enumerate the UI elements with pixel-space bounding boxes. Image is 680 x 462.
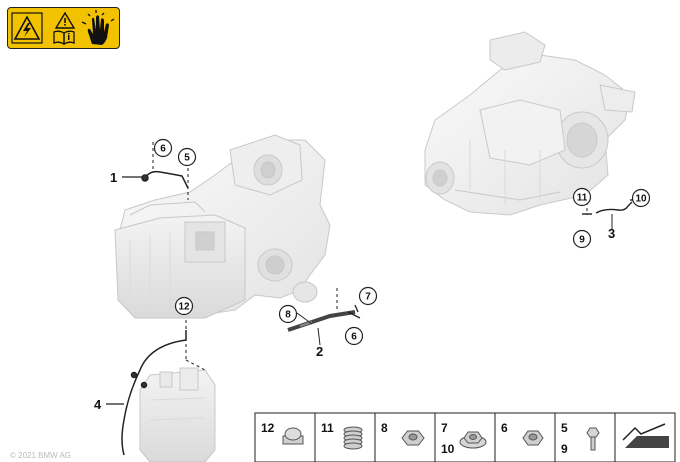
hydraulic-unit bbox=[139, 367, 216, 462]
no-touch-hand-icon bbox=[81, 10, 115, 45]
legend-number-bottom: 10 bbox=[441, 442, 455, 456]
legend-cell bbox=[614, 413, 669, 462]
legend-number-bottom: 9 bbox=[561, 442, 568, 456]
callout-c8: 8 bbox=[278, 304, 298, 324]
legend-number-top: 12 bbox=[261, 421, 275, 435]
legend-cell: 6 bbox=[494, 413, 544, 462]
legend-number-top: 6 bbox=[501, 421, 508, 435]
legend-cell: 11 bbox=[314, 413, 363, 462]
callout-c11: 11 bbox=[572, 187, 592, 207]
callout-number: 7 bbox=[365, 292, 371, 303]
callout-number: 8 bbox=[285, 310, 291, 321]
callout-number: 6 bbox=[351, 332, 357, 343]
legend-cell: 12 bbox=[261, 421, 304, 445]
callout-circle bbox=[631, 188, 651, 208]
watermark: © 2021 BMW AG bbox=[10, 451, 71, 460]
part-label-1: 1 bbox=[110, 170, 117, 185]
callout-circle bbox=[344, 326, 364, 346]
arrow-index-icon bbox=[622, 423, 669, 448]
callout-group: 6 5 12 8 7 6 11 10 9 bbox=[153, 138, 651, 346]
hex-nut-small-icon bbox=[522, 430, 544, 446]
callout-c6b: 6 bbox=[344, 326, 364, 346]
legend-cell: 7 10 bbox=[434, 413, 487, 462]
legend-number-top: 8 bbox=[381, 421, 388, 435]
legend-cell: 59 bbox=[554, 413, 600, 462]
high-voltage-warning-icon bbox=[11, 12, 43, 44]
legend-cell: 8 bbox=[374, 413, 425, 462]
callout-circle bbox=[572, 229, 592, 249]
flange-nut-icon bbox=[459, 431, 487, 449]
hex-bolt-icon bbox=[586, 427, 600, 451]
legend-number-top: 11 bbox=[321, 421, 334, 435]
legend-number-top: 7 bbox=[441, 421, 448, 435]
callout-c7: 7 bbox=[358, 286, 378, 306]
hex-nut-icon bbox=[401, 430, 425, 446]
callout-circle bbox=[177, 147, 197, 167]
callout-circle bbox=[153, 138, 173, 158]
threaded-insert-icon bbox=[343, 426, 363, 450]
callout-c5: 5 bbox=[177, 147, 197, 167]
callout-c6a: 6 bbox=[153, 138, 173, 158]
callout-c12: 12 bbox=[174, 296, 194, 316]
part-label-3: 3 bbox=[608, 226, 615, 241]
read-manual-warning-icon bbox=[53, 11, 76, 46]
sensor-wire-1 bbox=[122, 142, 189, 200]
legend-number-top: 5 bbox=[561, 421, 568, 435]
transmission bbox=[114, 134, 331, 319]
callout-circle bbox=[174, 296, 194, 316]
rear-differential bbox=[424, 31, 636, 216]
sensor-2 bbox=[287, 288, 361, 346]
callout-circle bbox=[278, 304, 298, 324]
callout-number: 12 bbox=[178, 302, 190, 313]
cap-nut-icon bbox=[282, 427, 304, 445]
warning-label bbox=[7, 7, 120, 49]
callout-circle bbox=[572, 187, 592, 207]
callout-c10: 10 bbox=[631, 188, 651, 208]
wire-harness-4 bbox=[106, 320, 206, 456]
part-label-4: 4 bbox=[94, 397, 102, 412]
callout-circle bbox=[358, 286, 378, 306]
callout-number: 10 bbox=[635, 194, 647, 205]
callout-number: 9 bbox=[579, 235, 585, 246]
callout-number: 11 bbox=[577, 193, 588, 204]
callout-number: 6 bbox=[160, 144, 166, 155]
callout-c9: 9 bbox=[572, 229, 592, 249]
callout-number: 5 bbox=[184, 153, 190, 164]
part-label-2: 2 bbox=[316, 344, 323, 359]
